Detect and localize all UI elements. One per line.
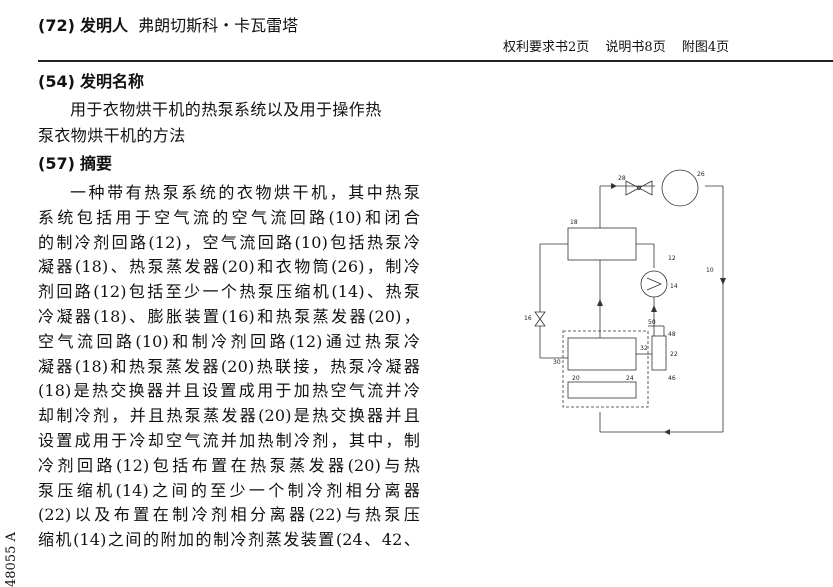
page-counts: 权利要求书2页 说明书8页 附图4页 — [503, 36, 741, 55]
title-label: 发明名称 — [79, 72, 144, 91]
dashed-enclosure — [562, 330, 649, 408]
abstract-line: (18)是热交换器并且设置成用于加热空气流并冷 — [38, 381, 420, 401]
condenser-box — [567, 227, 637, 261]
abstract-line: 凝器(18)和热泵蒸发器(20)热联接，热泵冷凝器 — [38, 356, 420, 376]
abstract-body: 一种带有热泵系统的衣物烘干机，其中热泵 系统包括用于空气流的空气流回路(10)和… — [38, 181, 420, 553]
header-divider — [38, 60, 833, 62]
separator-box — [651, 335, 667, 371]
title-line-1: 用于衣物烘干机的热泵系统以及用于操作热 — [70, 100, 382, 119]
abstract-code: (57) — [38, 154, 75, 173]
expansion-valve-icon — [534, 311, 546, 327]
fan-icon — [625, 180, 653, 196]
abstract-line: 空气流回路(10)和制冷剂回路(12)通过热泵冷 — [38, 331, 420, 351]
claims-pages: 权利要求书2页 — [503, 40, 590, 55]
label-48: 48 — [668, 331, 676, 338]
abstract-line: 设置成用于冷却空气流并加热制冷剂，其中，制 — [38, 430, 420, 450]
abstract-line: 剂回路(12)包括至少一个热泵压缩机(14)、热泵 — [38, 282, 420, 302]
label-28: 28 — [618, 175, 626, 182]
label-22: 22 — [670, 351, 678, 358]
description-pages: 说明书8页 — [605, 40, 666, 55]
drawing-pages: 附图4页 — [681, 40, 730, 55]
publication-number: 48055 A — [4, 532, 19, 587]
abstract-label: 摘要 — [79, 154, 112, 173]
evaporator-box — [567, 337, 637, 371]
abstract-line: 泵压缩机(14)之间的至少一个制冷剂相分离器 — [38, 480, 420, 500]
drum — [661, 169, 699, 207]
label-24: 24 — [626, 375, 634, 382]
title-heading: (54) 发明名称 — [38, 68, 144, 92]
label-10: 10 — [706, 267, 714, 274]
abstract-line: 却制冷剂，并且热泵蒸发器(20)是热交换器并且 — [38, 406, 420, 426]
abstract-line: (22)以及布置在制冷剂相分离器(22)与热泵压 — [38, 505, 420, 525]
abstract-line: 缩机(14)之间的附加的制冷剂蒸发装置(24、42、 — [38, 530, 420, 550]
label-46: 46 — [668, 375, 676, 382]
abstract-line: 一种带有热泵系统的衣物烘干机，其中热泵 — [70, 183, 420, 202]
abstract-line: 的制冷剂回路(12)，空气流回路(10)包括热泵冷 — [38, 232, 420, 252]
abstract-heading: (57) 摘要 — [38, 150, 112, 174]
label-32: 32 — [640, 345, 648, 352]
label-12: 12 — [668, 255, 676, 262]
abstract-line: 冷凝器(18)、膨胀装置(16)和热泵蒸发器(20)， — [38, 306, 420, 326]
inventor-name: 弗朗切斯科・卡瓦雷塔 — [138, 16, 299, 35]
abstract-line: 系统包括用于空气流的空气流回路(10)和闭合 — [38, 207, 420, 227]
compressor-icon — [640, 270, 668, 298]
label-16: 16 — [524, 315, 532, 322]
inventor-label: 发明人 — [79, 16, 128, 35]
abstract-line: 凝器(18)、热泵蒸发器(20)和衣物筒(26)，制冷 — [38, 257, 420, 277]
inventor-line: (72) 发明人 弗朗切斯科・卡瓦雷塔 — [38, 12, 298, 36]
title-line-2: 泵衣物烘干机的方法 — [38, 126, 186, 145]
extra-evaporator-box — [567, 381, 637, 399]
inventor-code: (72) — [38, 16, 75, 35]
label-18: 18 — [570, 219, 578, 226]
label-50: 50 — [648, 319, 656, 326]
label-20: 20 — [572, 375, 580, 382]
title-code: (54) — [38, 72, 75, 91]
label-14: 14 — [670, 283, 678, 290]
label-26: 26 — [697, 171, 705, 178]
abstract-line: 冷剂回路(12)包括布置在热泵蒸发器(20)与热 — [38, 455, 420, 475]
label-30: 30 — [553, 359, 561, 366]
patent-diagram: 28 26 18 12 14 10 16 50 48 32 22 30 20 2… — [524, 169, 726, 435]
